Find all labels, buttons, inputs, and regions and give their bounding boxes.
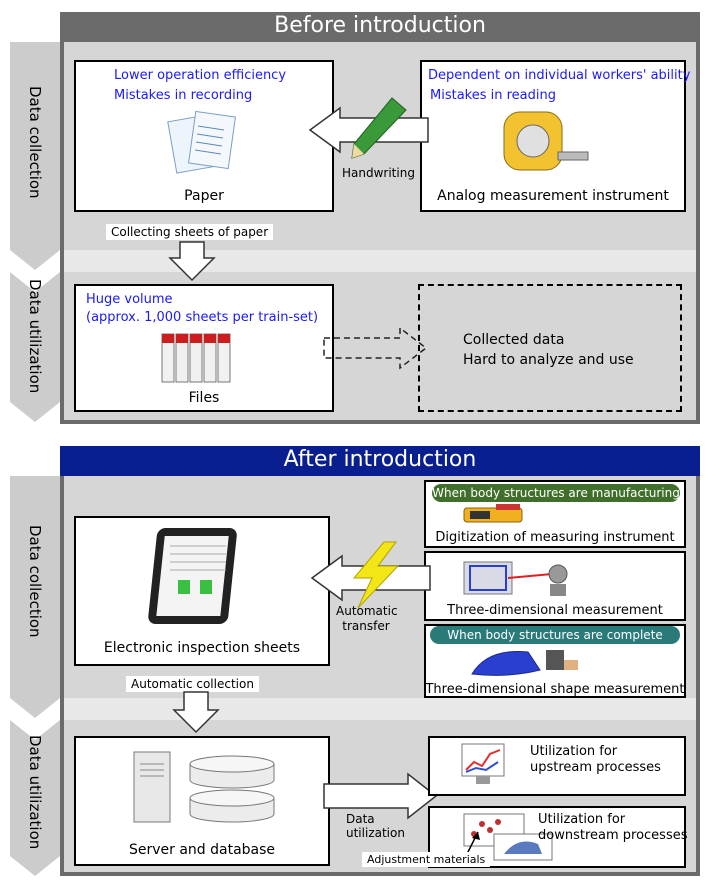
paper-note-2: Mistakes in recording — [114, 88, 253, 103]
collecting-label: Collecting sheets of paper — [106, 224, 274, 240]
complete-pill: When body structures are complete — [430, 626, 680, 644]
server-caption: Server and database — [128, 842, 276, 858]
collected-data-box — [418, 284, 682, 412]
collecting-arrow — [168, 241, 216, 282]
pencil-icon — [351, 97, 407, 159]
upstream-chart-icon — [461, 743, 505, 784]
downstream-chart-icon — [463, 813, 553, 861]
shape-scan-icon — [471, 650, 578, 676]
downstream-line-2: downstream processes — [538, 828, 688, 843]
paper-note-1: Lower operation efficiency — [114, 68, 287, 83]
upstream-line-1: Utilization for — [530, 744, 618, 759]
before-utilization-label: Data utilization — [26, 278, 44, 394]
auto-collection-arrow — [172, 691, 220, 734]
files-caption: Files — [188, 390, 220, 406]
data-util-line-1: Data — [346, 812, 375, 826]
files-note-2: (approx. 1,000 sheets per train-set) — [86, 310, 319, 325]
instrument-caption: Analog measurement instrument — [437, 188, 669, 204]
after-collection-label: Data collection — [26, 524, 44, 638]
collected-line-2: Hard to analyze and use — [463, 352, 634, 368]
instrument-note-1: Dependent on individual workers' ability — [428, 68, 691, 83]
before-collection-label: Data collection — [26, 85, 44, 199]
digitization-caption: Digitization of measuring instrument — [435, 530, 675, 545]
utilization-arrow — [323, 772, 438, 820]
three-d-icon — [463, 561, 568, 596]
instrument-note-2: Mistakes in reading — [430, 88, 556, 103]
collected-line-1: Collected data — [463, 332, 565, 348]
tablet-icon — [148, 528, 237, 624]
files-icon — [161, 333, 231, 383]
after-side-arrows — [10, 476, 60, 876]
data-util-line-2: utilization — [346, 826, 405, 840]
shape-caption: Three-dimensional shape measurement — [425, 682, 685, 697]
auto-transfer-line-1: Automatic — [336, 604, 398, 618]
database-icon — [189, 755, 275, 823]
auto-collection-label: Automatic collection — [126, 676, 259, 692]
paper-icon — [167, 110, 236, 174]
tape-measure-icon — [503, 111, 589, 171]
after-title: After introduction — [60, 446, 700, 476]
digital-caliper-icon — [463, 504, 523, 523]
manufacturing-pill: When body structures are manufacturing — [432, 484, 680, 502]
server-icon — [133, 751, 171, 823]
after-utilization-label: Data utilization — [26, 734, 44, 850]
before-title: Before introduction — [60, 12, 700, 42]
files-note-1: Huge volume — [86, 292, 173, 307]
dashed-arrow — [323, 326, 428, 370]
before-side-arrows — [10, 42, 60, 422]
handwriting-label: Handwriting — [342, 166, 415, 180]
adjustment-label: Adjustment materials — [362, 852, 491, 867]
tablet-caption: Electronic inspection sheets — [103, 640, 301, 656]
paper-caption: Paper — [184, 188, 224, 204]
after-gap — [64, 698, 696, 720]
three-d-caption: Three-dimensional measurement — [447, 603, 663, 618]
lightning-icon — [352, 541, 400, 609]
before-gap — [64, 250, 696, 272]
downstream-line-1: Utilization for — [538, 812, 626, 827]
auto-transfer-line-2: transfer — [342, 619, 390, 633]
upstream-line-2: upstream processes — [530, 760, 661, 775]
